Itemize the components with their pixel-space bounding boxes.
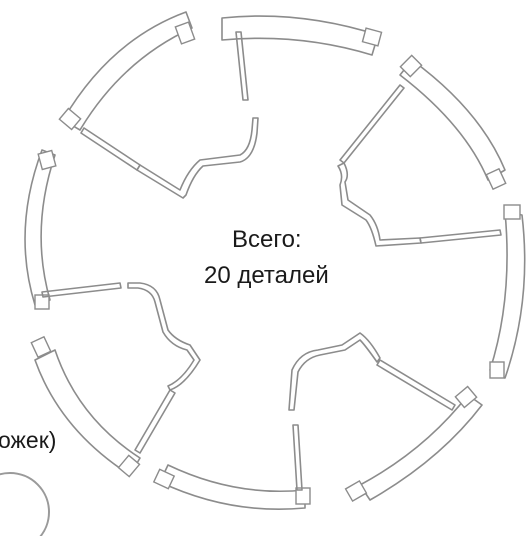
spoke-rod [235,31,249,101]
rim-segment [221,15,379,56]
crank-piece [127,282,201,391]
spoke-rod [134,389,176,454]
rim-segment [489,211,526,379]
total-label: Всего: [232,226,302,253]
total-count: 20 деталей [204,262,329,289]
spoke-rod [41,282,122,298]
spoke-rod [376,359,456,411]
rim-end-tabs [30,21,521,505]
rim-segment [62,11,193,131]
rim-segment [24,149,56,306]
spoke-rod [292,424,303,491]
crank-piece [136,117,259,199]
rim-segment [159,464,306,511]
rim-segment [399,59,506,181]
spoke-rod [419,229,502,244]
rim-segment [359,394,483,501]
crank-piece [337,162,422,247]
spoke-pieces [41,31,502,491]
clipped-caption: ожек) [0,427,57,453]
spoke-rod [339,84,405,164]
crank-piece [288,332,381,411]
rim-segments [24,11,526,511]
rim-segment [34,349,141,476]
spoke-rod [80,127,141,171]
